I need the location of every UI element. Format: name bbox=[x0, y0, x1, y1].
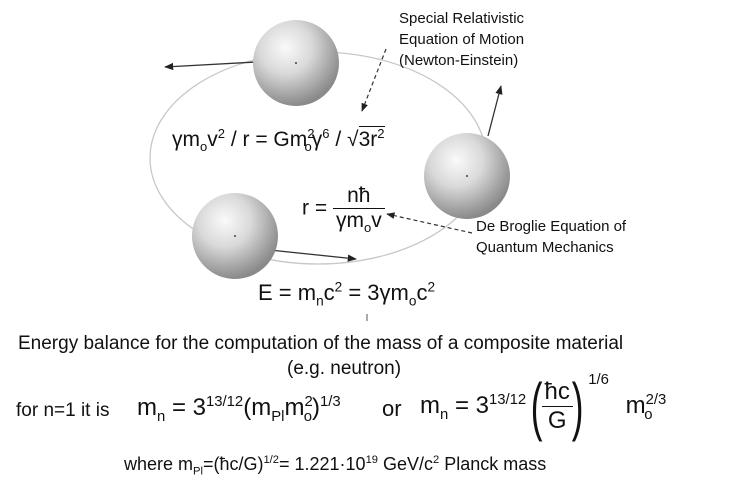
motion-equation: γmov2 / r = Gm2oγ6 / √3r2 bbox=[172, 126, 385, 155]
for-n-label: for n=1 it is bbox=[16, 400, 110, 421]
caption-line-1: Energy balance for the computation of th… bbox=[18, 333, 624, 354]
velocity-arrow-right bbox=[487, 85, 503, 137]
caption-line-2: (e.g. neutron) bbox=[287, 358, 402, 379]
sphere-left-center bbox=[234, 235, 236, 237]
or-label: or bbox=[382, 396, 402, 421]
energy-equation: E = mnc2 = 3γmoc2 bbox=[258, 279, 436, 309]
sphere-top-center bbox=[295, 62, 297, 64]
sphere-right-center bbox=[466, 175, 468, 177]
radius-fraction: nħ γmov bbox=[332, 184, 385, 234]
de-broglie-pointer bbox=[386, 212, 473, 234]
special-relativity-label: Special Relativistic Equation of Motion … bbox=[399, 10, 525, 69]
radius-equation: r = nħ γmov bbox=[302, 184, 385, 234]
velocity-arrow-top bbox=[164, 61, 257, 71]
left-paren: ( bbox=[531, 370, 543, 442]
velocity-arrow-bottom bbox=[259, 248, 357, 262]
planck-mass-line: where mPl=(ħc/G)1/2= 1.221·1019 GeV/c2 P… bbox=[124, 454, 547, 478]
de-broglie-label: De Broglie Equation of Quantum Mechanics bbox=[476, 218, 627, 256]
right-paren: ) bbox=[571, 370, 584, 442]
mass-formula-1: mn = 313/12(mPlm2o)1/3 bbox=[137, 394, 341, 425]
